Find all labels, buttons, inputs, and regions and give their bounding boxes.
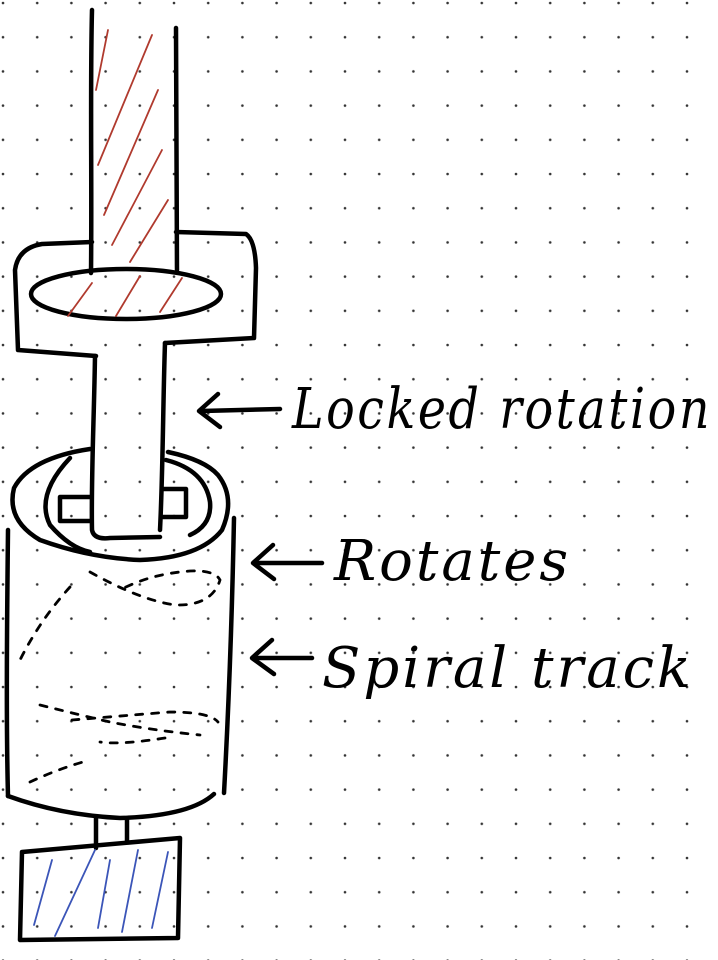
shaft-right-edge	[173, 25, 180, 273]
arrow-head-locked-rotation	[196, 391, 223, 430]
base-hatching	[33, 849, 169, 937]
cylinder-right-side	[221, 515, 237, 796]
annotation-locked-rotation: Locked rotation	[196, 377, 712, 442]
stem-right-edge	[157, 340, 168, 533]
fixed-base	[17, 815, 183, 943]
label-spiral-track: Spiral track	[322, 636, 694, 701]
inner-rim-left	[43, 455, 93, 555]
cylinder-left-side	[4, 527, 11, 799]
shaft-left-edge	[88, 7, 95, 276]
collar-outline	[12, 229, 259, 359]
arrow-shaft-locked-rotation	[199, 406, 283, 414]
shaft-hatching	[95, 29, 169, 263]
guide-collar	[12, 229, 259, 359]
inner-rim-right	[163, 457, 213, 538]
arrow-head-spiral-track	[249, 637, 277, 677]
label-locked-rotation: Locked rotation	[291, 377, 712, 442]
left-lug	[57, 494, 93, 524]
locked-stem	[57, 340, 189, 541]
rotating-cylinder	[4, 446, 237, 821]
cylinder-top-rim	[10, 446, 231, 563]
annotation-spiral-track: Spiral track	[249, 636, 694, 701]
annotation-rotates: Rotates	[250, 529, 571, 594]
stem-left-edge	[89, 353, 163, 541]
arrow-head-rotates	[250, 542, 277, 582]
right-lug	[160, 486, 189, 520]
label-rotates: Rotates	[333, 529, 571, 594]
locked-shaft	[88, 7, 180, 276]
cylinder-bottom-edge	[5, 791, 217, 821]
shaft-cross-section	[28, 266, 224, 322]
cross-section-hatching	[67, 275, 183, 317]
base-block	[17, 835, 183, 943]
spiral-track-path	[18, 569, 222, 784]
